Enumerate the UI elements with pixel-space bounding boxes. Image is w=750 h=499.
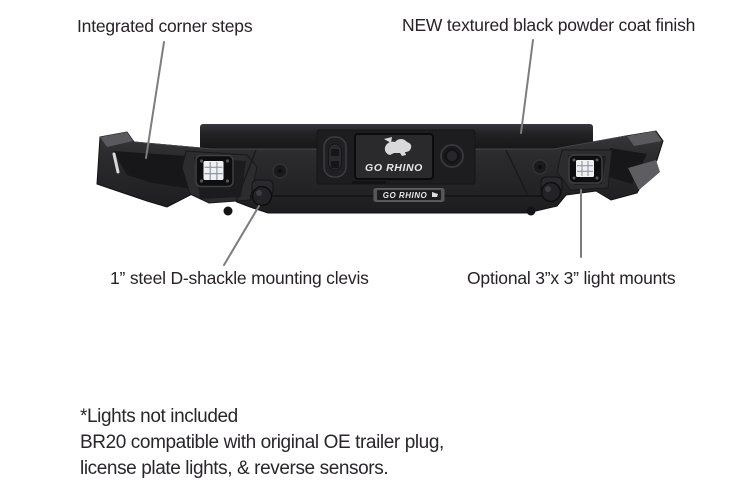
right-light-mount (556, 149, 613, 191)
license-plate: GO RHINO (354, 133, 434, 180)
center-plate-recess: GO RHINO (316, 129, 476, 185)
footnotes: *Lights not included BR20 compatible wit… (80, 404, 444, 482)
trailer-plug (440, 144, 464, 168)
callout-light-mounts: Optional 3”x 3” light mounts (467, 268, 676, 288)
right-d-shackle-clevis (540, 176, 563, 203)
callout-corner-steps: Integrated corner steps (77, 16, 253, 36)
right-corner-bracket (628, 160, 660, 190)
badge-text: GO RHINO (383, 191, 428, 200)
leader-corner-steps (145, 41, 165, 159)
footnote-compatibility-2: license plate lights, & reverse sensors. (80, 458, 389, 479)
left-step-light (112, 152, 120, 174)
leader-d-shackle (223, 205, 260, 266)
callout-powder-coat: NEW textured black powder coat finish (402, 15, 696, 35)
plate-logo-text: GO RHINO (365, 162, 423, 174)
rhino-logo-icon (384, 137, 412, 156)
rhino-logo-icon (432, 192, 438, 197)
bumper-bolts (223, 159, 548, 216)
led-cube-light-icon (568, 154, 603, 184)
callout-d-shackle: 1” steel D-shackle mounting clevis (110, 268, 369, 288)
plate-lower-vent (352, 181, 386, 185)
gorhino-badge: GO RHINO (373, 188, 445, 202)
led-cube-light-icon (195, 154, 234, 188)
right-seam (505, 149, 529, 197)
left-light-mount (181, 150, 258, 204)
left-seam (235, 149, 257, 202)
leader-lines (145, 39, 582, 266)
left-d-shackle-clevis (251, 179, 274, 207)
footnote-lights: *Lights not included (80, 406, 238, 427)
leader-powder-coat (520, 39, 534, 134)
footnote-compatibility-1: BR20 compatible with original OE trailer… (80, 432, 444, 453)
